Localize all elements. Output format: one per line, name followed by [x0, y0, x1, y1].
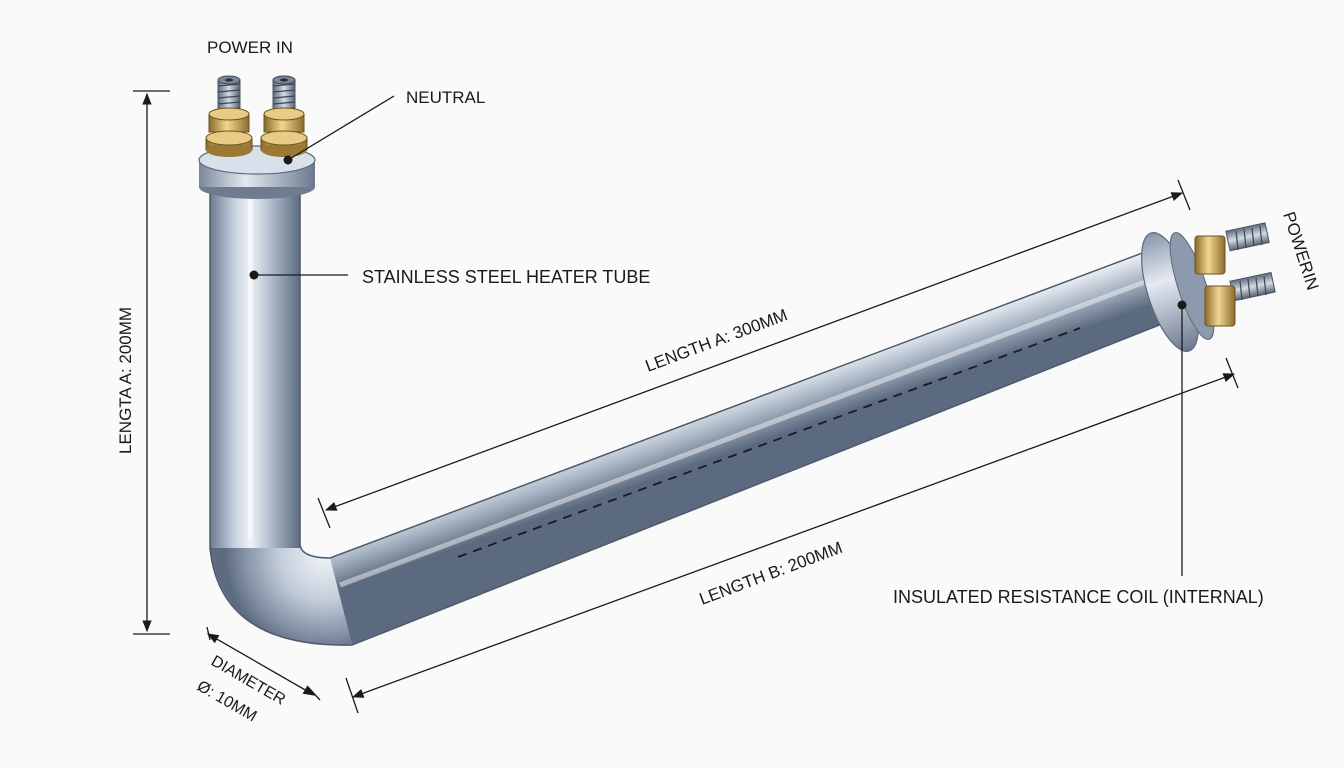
- leader-tube: [249, 270, 348, 280]
- tube-bend: [210, 545, 352, 646]
- neutral-label: NEUTRAL: [406, 88, 485, 107]
- dimension-diameter: [206, 626, 321, 701]
- threaded-terminal-icon: [1225, 222, 1270, 252]
- power-in-top-label: POWER IN: [207, 38, 293, 57]
- threaded-terminal-icon: [1229, 271, 1276, 302]
- coil-label: INSULATED RESISTANCE COIL (INTERNAL): [893, 587, 1264, 607]
- leader-neutral: [283, 95, 395, 165]
- length-b-label: LENGTH B: 200MM: [697, 538, 845, 609]
- vertical-length-label: LENGTA A: 200MM: [116, 307, 135, 454]
- leader-coil: [1177, 300, 1187, 576]
- hex-nut-icon: [260, 107, 308, 157]
- hex-nut-icon: [205, 107, 253, 157]
- top-terminal-assembly: [198, 75, 316, 199]
- heater-tube: [209, 182, 1173, 646]
- tube-label: STAINLESS STEEL HEATER TUBE: [362, 267, 650, 287]
- power-in-right-label: POWERIN: [1279, 209, 1322, 292]
- hex-nut-icon: [1194, 235, 1226, 275]
- dimension-length-b: [345, 357, 1239, 714]
- dimension-vertical: [133, 90, 170, 635]
- hex-nut-icon: [1204, 285, 1236, 327]
- right-terminal-assembly: [1141, 222, 1276, 352]
- tube-vertical-leg: [210, 182, 300, 548]
